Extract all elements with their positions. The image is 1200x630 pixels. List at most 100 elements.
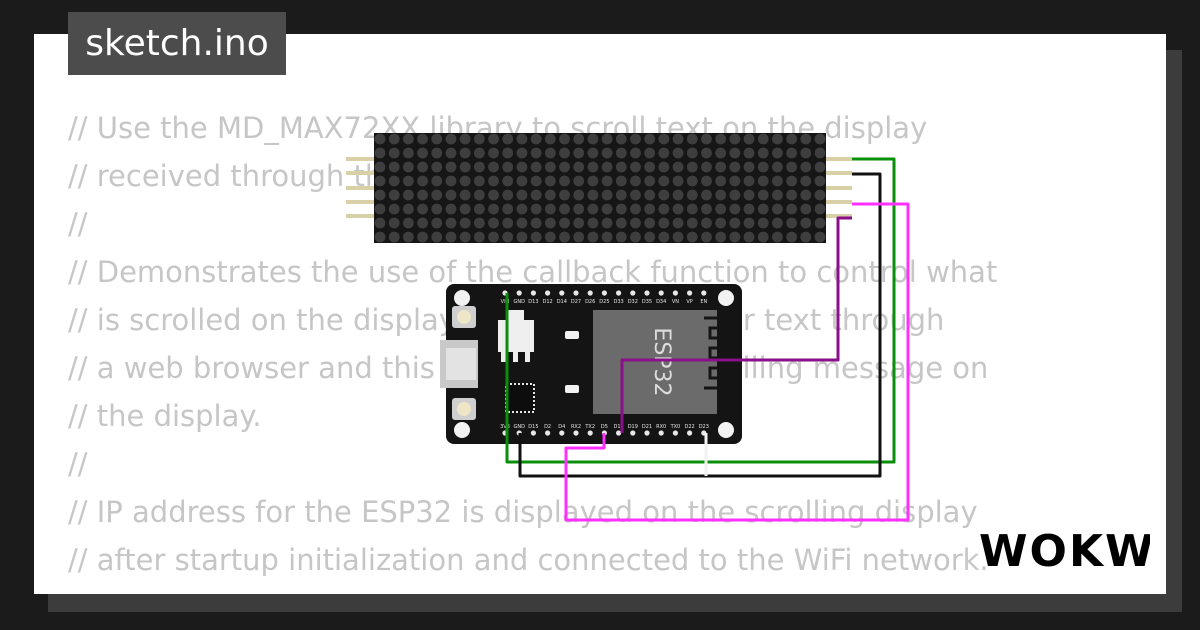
led-dot <box>587 203 599 215</box>
led-dot <box>715 161 727 173</box>
led-dot <box>715 231 727 243</box>
pin-label: D12 <box>542 299 552 305</box>
led-dot <box>374 175 386 187</box>
esp32-module: ESP32 <box>593 310 730 414</box>
led-dot <box>686 133 698 145</box>
led-dot <box>644 231 656 243</box>
wire-black[interactable] <box>518 172 882 478</box>
led-dot <box>459 189 471 201</box>
led-dot <box>502 203 514 215</box>
pin-d22[interactable] <box>687 430 693 436</box>
led-dot <box>658 231 670 243</box>
led-dot <box>530 175 542 187</box>
pin-d32[interactable] <box>630 290 636 296</box>
pin-d12[interactable] <box>545 290 551 296</box>
led-dot <box>388 217 400 229</box>
pin-label: D21 <box>642 424 652 430</box>
led-dot <box>701 189 712 201</box>
pin-label: D32 <box>628 299 638 305</box>
wokwi-logo: WOKWi <box>979 526 1150 577</box>
pin-d15[interactable] <box>530 430 537 436</box>
chip-label: ESP32 <box>649 327 674 396</box>
pin-vp[interactable] <box>687 290 693 296</box>
led-dot <box>686 175 698 187</box>
wire-purple[interactable] <box>620 216 852 433</box>
led-dot <box>516 175 528 187</box>
pin-label: RX2 <box>571 424 581 430</box>
led-dot <box>388 133 400 145</box>
pin-d18[interactable] <box>616 430 622 436</box>
pin-d21[interactable] <box>644 430 650 436</box>
pin-d19[interactable] <box>630 430 636 436</box>
pin-d14[interactable] <box>559 290 565 296</box>
en-button[interactable] <box>452 306 476 328</box>
led-dot <box>530 203 542 215</box>
led-dot <box>488 147 499 159</box>
pin-vn[interactable] <box>672 290 679 296</box>
led-dot <box>417 175 428 187</box>
led-dot <box>729 133 741 145</box>
led-matrix-module[interactable] <box>346 133 852 243</box>
pin-tx2[interactable] <box>587 430 593 436</box>
file-tab[interactable]: sketch.ino <box>68 12 286 75</box>
pin-d25[interactable] <box>601 290 608 296</box>
pin-en[interactable] <box>701 290 707 296</box>
pin-rx0[interactable] <box>658 430 664 436</box>
led-dot <box>402 133 414 145</box>
led-dot <box>672 231 684 243</box>
led-dot <box>658 161 670 173</box>
pin-d4[interactable] <box>559 430 565 436</box>
led-dot <box>516 147 528 159</box>
led-dot <box>686 189 698 201</box>
pin-d34[interactable] <box>658 290 664 296</box>
led-dot <box>459 231 471 243</box>
led-dot <box>559 175 570 187</box>
led-dot <box>715 133 727 145</box>
wire-magenta[interactable] <box>564 202 910 522</box>
pin-d27[interactable] <box>573 290 579 296</box>
led-dot <box>743 189 755 201</box>
led-dot <box>587 189 599 201</box>
led-dot <box>374 147 386 159</box>
pin-rx2[interactable] <box>573 430 579 436</box>
pin-d35[interactable] <box>644 290 650 296</box>
led-dot <box>502 133 514 145</box>
led-matrix-body <box>374 133 826 243</box>
led-dot <box>573 175 585 187</box>
pin-label: VP <box>686 299 692 305</box>
led-dot <box>559 133 570 145</box>
led-dot <box>516 189 528 201</box>
led-dot <box>559 217 570 229</box>
pin-d33[interactable] <box>616 290 622 296</box>
led-dot <box>374 161 386 173</box>
led-dot <box>757 161 769 173</box>
led-dot <box>388 161 400 173</box>
boot-button[interactable] <box>452 398 476 420</box>
led-dot <box>417 189 428 201</box>
led-dot <box>459 217 471 229</box>
led-dot <box>729 147 741 159</box>
pin-gnd[interactable] <box>516 290 522 296</box>
pin-label: D26 <box>585 299 595 305</box>
led-dot <box>530 133 542 145</box>
led-dot <box>630 175 641 187</box>
led-dot <box>431 203 443 215</box>
led-dot <box>559 231 570 243</box>
pin-tx0[interactable] <box>672 430 679 436</box>
pin-label: D23 <box>699 424 709 430</box>
led-dot <box>388 175 400 187</box>
led-dot <box>516 203 528 215</box>
led-dot <box>630 161 641 173</box>
led-dot <box>402 147 414 159</box>
led-dot <box>488 217 499 229</box>
led-dot <box>658 189 670 201</box>
pin-d2[interactable] <box>545 430 551 436</box>
led-dot <box>417 147 428 159</box>
wire-green[interactable] <box>505 157 896 464</box>
led-dot <box>644 175 656 187</box>
led-dot <box>473 189 485 201</box>
pin-d13[interactable] <box>530 290 537 296</box>
pin-d26[interactable] <box>587 290 593 296</box>
